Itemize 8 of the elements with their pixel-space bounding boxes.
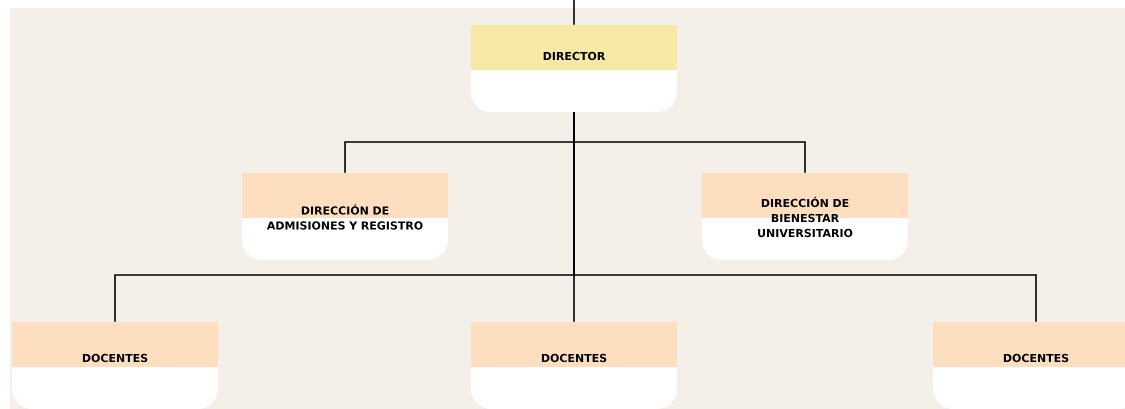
connector-line xyxy=(573,111,1037,323)
org-box: DIRECTOR xyxy=(471,25,677,112)
org-box: DIRECCIÓN DE ADMISIONES Y REGISTRO xyxy=(242,173,448,260)
org-box: DOCENTES xyxy=(471,322,677,409)
org-box: DOCENTES xyxy=(933,322,1125,409)
org-box: DOCENTES xyxy=(12,322,218,409)
org-box: DIRECCIÓN DE BIENESTAR UNIVERSITARIO xyxy=(702,173,908,260)
connector-line xyxy=(573,0,575,26)
